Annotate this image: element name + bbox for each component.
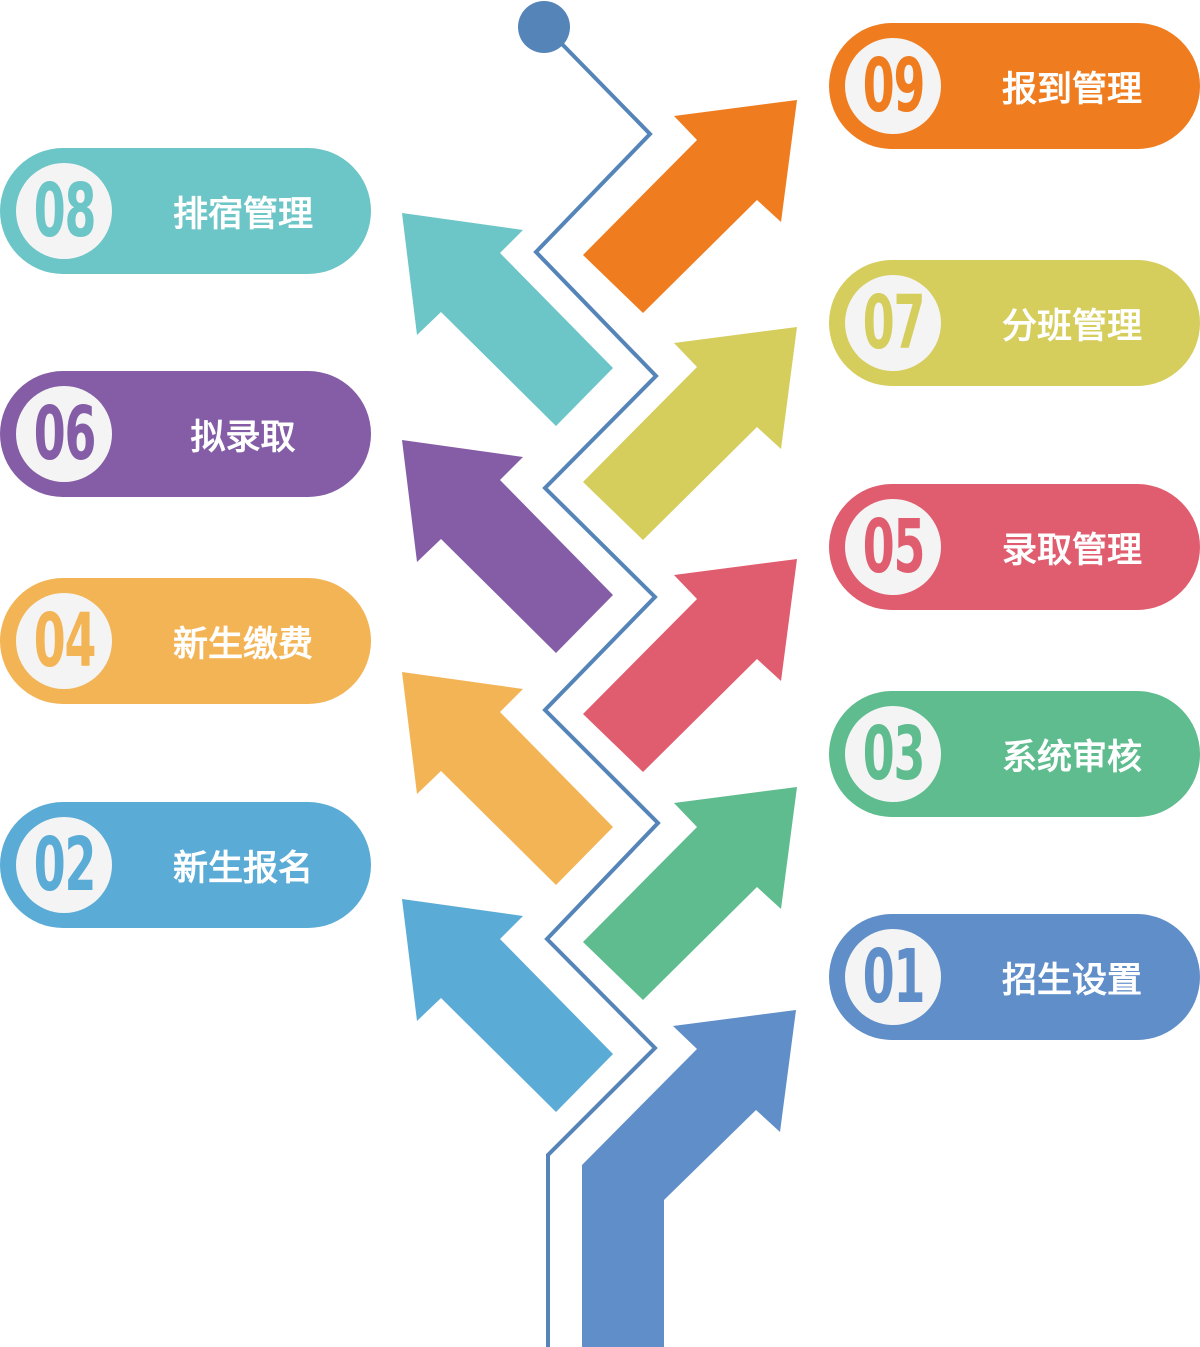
- step-pill-09[interactable]: 09 报到管理: [829, 23, 1200, 149]
- step-label: 系统审核: [1001, 737, 1142, 778]
- step-number-badge: 04: [16, 593, 112, 689]
- step-pill-04[interactable]: 04 新生缴费: [0, 578, 371, 704]
- step-pill-01[interactable]: 01 招生设置: [829, 914, 1200, 1040]
- step-pill-05[interactable]: 05 录取管理: [829, 484, 1200, 610]
- step-number: 06: [33, 391, 96, 477]
- step-number: 05: [862, 504, 925, 590]
- step-number: 04: [33, 598, 96, 684]
- step-label: 招生设置: [1001, 960, 1142, 1001]
- step-label: 分班管理: [1001, 306, 1142, 347]
- step-number-badge: 07: [845, 275, 941, 371]
- step-number: 03: [862, 711, 925, 797]
- step-pill-06[interactable]: 06 拟录取: [0, 371, 371, 497]
- step-number-badge: 08: [16, 163, 112, 259]
- step-number: 01: [862, 934, 925, 1020]
- arrow-step-03: [583, 787, 797, 1000]
- step-number: 07: [862, 280, 925, 366]
- step-number-badge: 05: [845, 499, 941, 595]
- step-label: 录取管理: [1001, 530, 1142, 571]
- step-number: 09: [862, 43, 925, 129]
- step-label: 报到管理: [1001, 69, 1142, 110]
- step-pill-03[interactable]: 03 系统审核: [829, 691, 1200, 817]
- timeline-line: [533, 40, 661, 1347]
- step-number: 02: [33, 822, 96, 908]
- timeline-start-dot: [518, 1, 570, 53]
- step-number-badge: 02: [16, 817, 112, 913]
- step-number: 08: [33, 168, 96, 254]
- arrow-step-05: [583, 559, 797, 772]
- step-label: 新生缴费: [172, 624, 313, 665]
- step-pill-07[interactable]: 07 分班管理: [829, 260, 1200, 386]
- arrow-step-01: [582, 1010, 796, 1347]
- step-label: 拟录取: [190, 417, 296, 458]
- step-number-badge: 09: [845, 38, 941, 134]
- arrow-step-09: [583, 100, 797, 313]
- step-pill-08[interactable]: 08 排宿管理: [0, 148, 371, 274]
- step-label: 排宿管理: [172, 194, 313, 235]
- step-pill-02[interactable]: 02 新生报名: [0, 802, 371, 928]
- step-label: 新生报名: [172, 848, 313, 889]
- step-number-badge: 06: [16, 386, 112, 482]
- arrow-step-02: [402, 899, 613, 1112]
- step-number-badge: 03: [845, 706, 941, 802]
- arrow-step-08: [402, 213, 613, 426]
- arrow-step-07: [583, 327, 797, 540]
- arrow-step-04: [402, 672, 613, 885]
- arrow-step-06: [402, 440, 613, 653]
- step-number-badge: 01: [845, 929, 941, 1025]
